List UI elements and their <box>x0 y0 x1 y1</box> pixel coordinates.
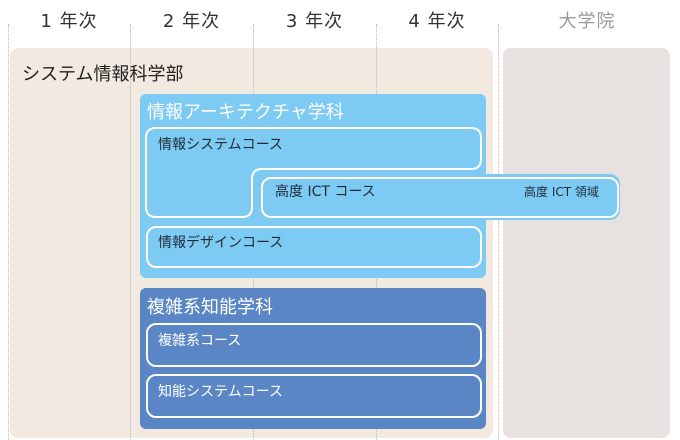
dept-complex-intelligence <box>140 288 486 429</box>
year-4-label: 4 年次 <box>408 11 466 32</box>
course-intelligent-system <box>146 374 482 418</box>
course-advanced-ict-label: 高度 ICT コース <box>275 184 376 200</box>
course-info-design <box>146 226 482 268</box>
course-complex-system-label: 複雑系コース <box>158 333 242 349</box>
advanced-ict-extension <box>483 174 620 220</box>
advanced-ict-area-label: 高度 ICT 領域 <box>524 185 599 199</box>
dept-info-architecture <box>140 94 486 278</box>
graduate-label: 大学院 <box>558 11 616 32</box>
year-1-label: 1 年次 <box>40 11 98 32</box>
school-title: システム情報科学部 <box>22 64 184 85</box>
year-3-label: 3 年次 <box>285 11 344 32</box>
year-2-label: 2 年次 <box>162 11 221 32</box>
column-divider <box>130 24 131 440</box>
course-advanced-ict <box>261 177 619 218</box>
course-complex-system <box>146 323 482 367</box>
column-divider <box>8 24 9 440</box>
course-info-system-label: 情報システムコース <box>158 137 283 153</box>
column-divider <box>498 24 499 440</box>
course-intelligent-system-label: 知能システムコース <box>158 384 283 400</box>
dept-complex-intelligence-title: 複雑系知能学科 <box>147 297 273 318</box>
graduate-school-panel <box>503 48 670 438</box>
dept-info-architecture-title: 情報アーキテクチャ学科 <box>147 102 344 123</box>
course-info-design-label: 情報デザインコース <box>158 235 284 251</box>
